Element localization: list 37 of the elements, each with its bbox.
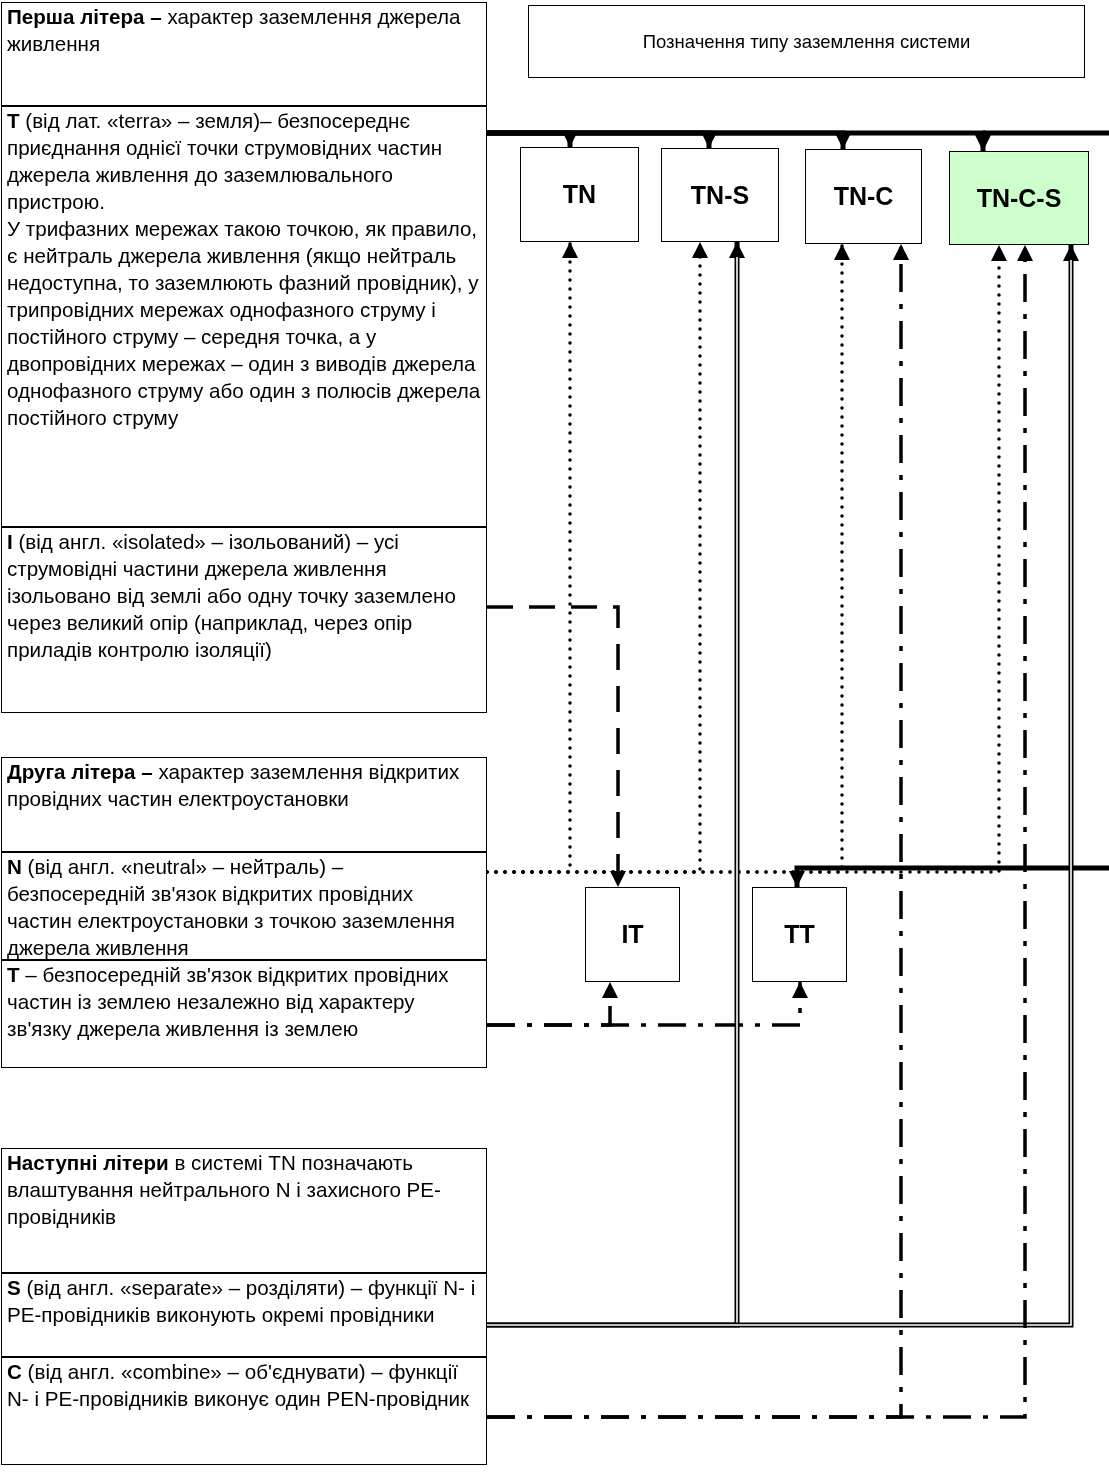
system-type-box	[585, 887, 680, 982]
definition-text: N (від англ. «neutral» – нейтраль) – безпосередній зв'язок відкритих провідних частин електроустановки з точкою заземлення джерела живлення	[7, 854, 456, 961]
title-box	[528, 5, 1085, 78]
definition-cell	[1, 1357, 487, 1465]
heading-cell	[1, 2, 487, 106]
dash-dot-arrow	[487, 982, 808, 1027]
definition-text: S (від англ. «separate» – розділяти) – функції N- і PE-провідників виконують окремі провідники	[7, 1275, 477, 1328]
definition-text: C (від англ. «combine» – об'єднувати) – функції N- і PE-провідників виконує один PEN-провідник	[7, 1359, 471, 1412]
definition-text: У трифазних мережах такою точкою, як правило, є нейтраль джерела живлення (якщо нейтраль недоступна, то заземлюють фазний провідник), у трипровідних мережах однофазного струму і постійного струму – середня точка, а у двопровідних мережах – один з виводів джерела однофазного струму або один з полюсів джерела постійного струму	[7, 216, 482, 431]
definition-text: T (від лат. «terra» – земля)– безпосереднє приєднання однієї точки струмовідних частин джерела живлення до заземлювального пристрою.	[7, 108, 443, 215]
system-type-label: TN	[562, 180, 597, 209]
definition-text: I (від англ. «isolated» – ізольований) – усі струмовідні частини джерела живлення ізольовано від землі або одну точку заземлено через великий опір (наприклад, через опір приладів контролю ізоляції)	[7, 529, 457, 663]
heading-cell	[1, 1148, 487, 1273]
system-type-label: TN-C-S	[976, 183, 1062, 213]
dashed-arrow	[487, 605, 626, 887]
system-type-box	[520, 147, 639, 242]
definition-text: T – безпосередній зв'язок відкритих провідних частин із землею незалежно від характеру зв'язку джерела живлення із землею	[7, 962, 450, 1042]
system-type-label: TN-S	[690, 180, 750, 210]
arrow	[789, 865, 1109, 887]
definition-cell	[1, 960, 487, 1068]
heading-text: Перша літера – характер заземлення джерела живлення	[7, 4, 462, 57]
definition-cell	[1, 527, 487, 713]
title-text: Позначення типу заземлення системи	[642, 30, 971, 53]
heading-cell	[1, 757, 487, 852]
system-type-label: TT	[784, 920, 815, 949]
system-type-box	[949, 151, 1089, 245]
dotted-arrow	[485, 243, 1007, 874]
definition-cell	[1, 106, 487, 527]
system-type-box	[752, 887, 847, 982]
heading-text: Друга літера – характер заземлення відкритих провідних частин електроустановки	[7, 759, 461, 812]
system-type-label: IT	[621, 920, 644, 949]
system-type-label: TN-C	[833, 182, 894, 211]
arrow	[487, 130, 991, 151]
system-type-box	[805, 149, 922, 244]
system-type-box	[661, 148, 779, 242]
heading-text: Наступні літери в системі TN позначають влаштування нейтрального N і захисного PE-провідників	[7, 1150, 442, 1230]
definition-cell	[1, 1273, 487, 1357]
